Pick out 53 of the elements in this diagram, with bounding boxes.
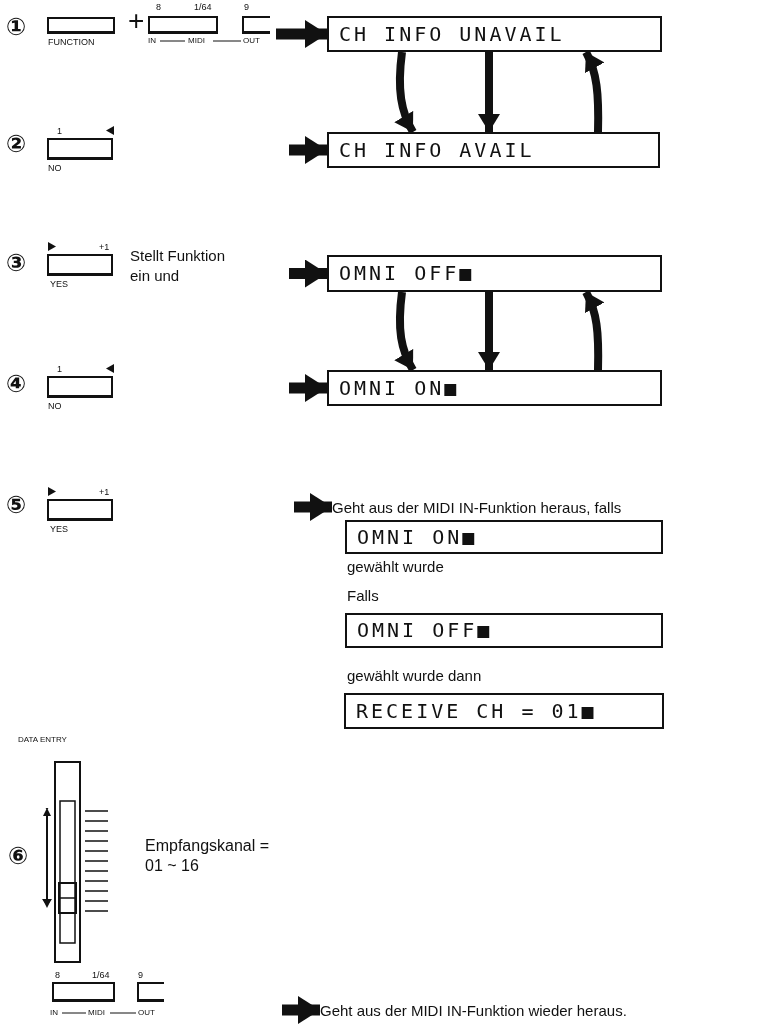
block-arrow (282, 996, 320, 1024)
step-number: ⑥ (8, 843, 29, 869)
key-label: 1 (57, 364, 62, 374)
note-text: Falls (347, 586, 379, 606)
block-arrow (289, 136, 327, 164)
key-label: 9 (244, 2, 249, 12)
key-label: +1 (99, 242, 110, 252)
step-number: ⑤ (6, 492, 27, 518)
note-text: Empfangskanal = 01 ~ 16 (145, 836, 271, 876)
plus-sign: + (128, 6, 145, 36)
step-number: ③ (6, 250, 27, 276)
key-label: FUNCTION (48, 37, 95, 47)
step-number: ④ (6, 371, 27, 397)
block-arrow (289, 259, 327, 288)
instruction-text: Geht aus der MIDI IN-Funktion heraus, falls (332, 498, 762, 518)
key-label: +1 (99, 487, 110, 497)
step-number: ② (6, 131, 27, 157)
lcd-display: RECEIVE CH = 01■ (344, 693, 664, 729)
key-label: YES (50, 524, 68, 534)
block-arrow (276, 20, 327, 48)
port-label: IN (148, 36, 156, 46)
lcd-display: CH INFO UNAVAIL (327, 16, 662, 52)
note-text: Stellt Funktion ein und (130, 246, 227, 286)
port-label: IN (50, 1008, 58, 1018)
lcd-display: OMNI OFF■ (327, 255, 662, 292)
curved-arrow (394, 51, 417, 134)
port-label: MIDI (88, 1008, 105, 1018)
key-label: 1/64 (92, 970, 110, 980)
step-number: ① (6, 14, 27, 40)
key-label: 1/64 (194, 2, 212, 12)
key-label: NO (48, 401, 62, 411)
lcd-display: OMNI ON■ (327, 370, 662, 406)
note-text: gewählt wurde (347, 557, 444, 577)
lcd-display: CH INFO AVAIL (327, 132, 660, 168)
key-label: 8 (156, 2, 161, 12)
instruction-text: Geht aus der MIDI IN-Funktion wieder heraus. (320, 1001, 760, 1021)
block-arrow (289, 374, 327, 402)
curved-arrow (582, 290, 604, 371)
key-label: 9 (138, 970, 143, 980)
block-arrow (294, 493, 332, 521)
key-label: 8 (55, 970, 60, 980)
curved-arrow (582, 50, 604, 133)
key-label: YES (50, 279, 68, 289)
note-text: gewählt wurde dann (347, 666, 482, 686)
key-label: NO (48, 163, 62, 173)
key-label: 1 (57, 126, 62, 136)
port-label: OUT (243, 36, 260, 46)
slider-label: DATA ENTRY (18, 735, 67, 745)
curved-arrow (394, 291, 417, 372)
lcd-display: OMNI OFF■ (345, 613, 663, 648)
lcd-display: OMNI ON■ (345, 520, 663, 554)
port-label: OUT (138, 1008, 155, 1018)
port-label: MIDI (188, 36, 205, 46)
